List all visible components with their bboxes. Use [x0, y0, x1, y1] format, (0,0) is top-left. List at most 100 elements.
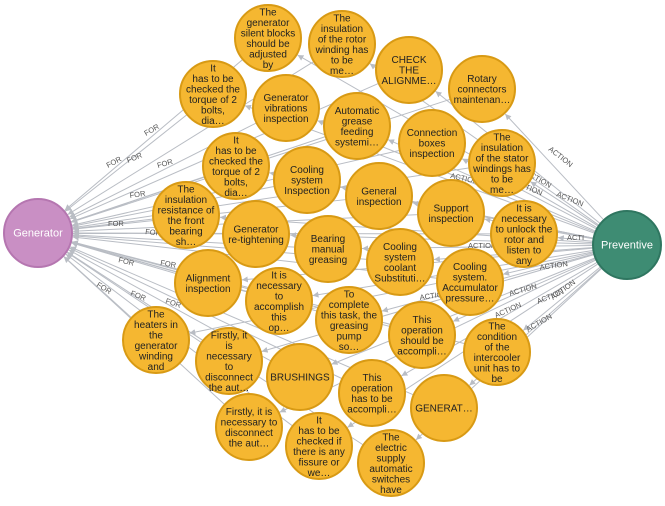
node-label-line: so…	[339, 342, 360, 353]
graph-node[interactable]: Automaticgreasefeedingsystemi…	[323, 92, 391, 160]
graph-node[interactable]: Coolingsystem.Accumulatorpressure…	[436, 248, 504, 316]
node-label-line: The	[333, 13, 351, 24]
node-label-line: this	[271, 312, 287, 323]
edge-action	[530, 181, 599, 227]
node-circle	[174, 249, 242, 317]
node-label-line: The	[488, 321, 506, 332]
node-label-line: should be	[246, 39, 290, 50]
node-label-line: insulation	[321, 24, 363, 35]
node-label-line: should be	[400, 336, 444, 347]
hub-node-generator[interactable]: Generator	[3, 198, 73, 268]
node-label-line: has to be	[298, 426, 340, 437]
node-circle	[468, 129, 536, 197]
hub-circle	[592, 210, 662, 280]
edge-label-action: ACTI	[567, 233, 584, 242]
node-label-line: have	[380, 485, 402, 496]
node-label-line: to be	[331, 55, 354, 66]
graph-node[interactable]: It isnecessarytoaccomplishthisop…	[245, 267, 313, 335]
node-circle	[323, 92, 391, 160]
node-label-line: To	[344, 289, 355, 300]
node-label-line: necessary	[256, 281, 302, 292]
node-label-line: to unlock the	[496, 224, 553, 235]
graph-node[interactable]: CHECKTHEALIGNME…	[375, 36, 443, 104]
edge-label-action: ACTION	[468, 241, 496, 250]
node-label-line: there is any	[293, 447, 345, 458]
node-label-line: Cooling	[290, 165, 324, 176]
node-circle	[215, 393, 283, 461]
node-label-line: boxes	[419, 139, 446, 150]
node-label-line: Rotary	[467, 74, 496, 85]
node-circle	[294, 215, 362, 283]
node-circle	[252, 74, 320, 142]
node-circle	[463, 318, 531, 386]
node-label-line: inspection	[409, 149, 454, 160]
node-label-line: to be	[491, 174, 514, 185]
node-circle	[398, 109, 466, 177]
edge-label-for: FOR	[145, 227, 162, 238]
node-label-line: has to be	[215, 146, 257, 157]
node-circle	[234, 4, 302, 72]
node-label-line: resistance of	[158, 205, 215, 216]
node-label-line: necessary	[206, 351, 252, 362]
node-label-line: the aut…	[229, 438, 270, 449]
graph-node[interactable]: Rotaryconnectorsmaintenan…	[448, 55, 516, 123]
node-label-line: coolant	[384, 263, 416, 274]
edge-label-for: FOR	[160, 258, 178, 270]
node-label-line: bearing	[169, 226, 202, 237]
node-label-line: switches	[372, 474, 410, 485]
node-label-line: listen to	[507, 245, 542, 256]
node-label-line: manual	[312, 245, 345, 256]
node-circle	[366, 228, 434, 296]
node-label-line: checked if	[296, 436, 341, 447]
node-label-line: be	[491, 374, 503, 385]
graph-node[interactable]: CoolingsystemcoolantSubstituti…	[366, 228, 434, 296]
edge-action	[502, 252, 595, 276]
node-label-line: Cooling	[453, 262, 487, 273]
node-label-line: The	[382, 432, 400, 443]
graph-node[interactable]: GENERAT…	[410, 374, 478, 442]
node-label-line: complete	[329, 300, 370, 311]
node-label-line: unit has to	[474, 363, 521, 374]
edge-for	[71, 241, 177, 275]
node-label-line: checked the	[186, 84, 240, 95]
node-label-line: checked the	[209, 156, 263, 167]
node-label-line: adjusted	[249, 49, 287, 60]
node-label-line: sh…	[176, 237, 197, 248]
node-label-line: torque of 2	[212, 167, 260, 178]
hub-node-preventive[interactable]: Preventive	[592, 210, 662, 280]
node-label-line: winding	[138, 351, 173, 362]
node-circle	[490, 200, 558, 268]
graph-node[interactable]: BRUSHINGS	[266, 343, 334, 411]
edge-label-for: FOR	[118, 255, 136, 268]
node-label-line: Cooling	[383, 242, 417, 253]
node-circle	[315, 286, 383, 354]
hub-label-line: Generator	[13, 228, 63, 240]
node-label-line: insulation	[481, 143, 523, 154]
